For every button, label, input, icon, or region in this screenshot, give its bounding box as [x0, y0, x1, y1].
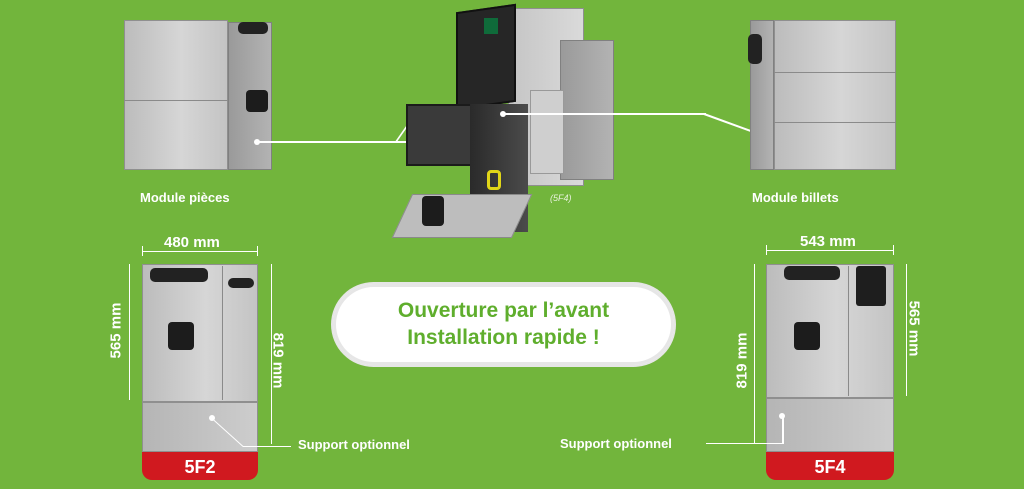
height-upper-dimension-5f2: 565 mm — [107, 302, 125, 359]
connector-line — [503, 113, 706, 115]
width-dimension-5f4: 543 mm — [800, 233, 856, 250]
dimension-tick — [142, 246, 143, 256]
connector-line — [243, 446, 291, 447]
height-total-dimension-5f4: 819 mm — [733, 332, 751, 389]
dimension-tick — [893, 245, 894, 255]
banner: Ouverture par l’avant Installation rapid… — [333, 284, 674, 365]
connector-dot — [209, 415, 215, 421]
width-dimension-line — [766, 250, 894, 251]
height-dimension-line — [129, 264, 130, 400]
height-dimension-line — [271, 264, 272, 444]
height-dimension-line — [906, 264, 907, 396]
banner-line-2: Installation rapide ! — [407, 326, 600, 349]
width-dimension-line — [142, 251, 258, 252]
module-billets-label: Module billets — [752, 190, 839, 205]
center-caption: (5F4) — [550, 193, 572, 203]
connector-line — [782, 416, 784, 444]
height-dimension-line — [754, 264, 755, 444]
connector-line — [706, 443, 783, 444]
badge-5f2: 5F2 — [142, 452, 258, 480]
support-label-right: Support optionnel — [560, 436, 672, 451]
width-dimension-5f2: 480 mm — [164, 234, 220, 251]
dimension-tick — [257, 246, 258, 256]
dimension-tick — [766, 245, 767, 255]
height-upper-dimension-5f4: 565 mm — [905, 300, 923, 357]
banner-line-1: Ouverture par l’avant — [397, 299, 610, 322]
module-pieces-label: Module pièces — [140, 190, 230, 205]
support-label-left: Support optionnel — [298, 437, 410, 452]
badge-5f4: 5F4 — [766, 452, 894, 480]
connector-line — [257, 141, 407, 143]
